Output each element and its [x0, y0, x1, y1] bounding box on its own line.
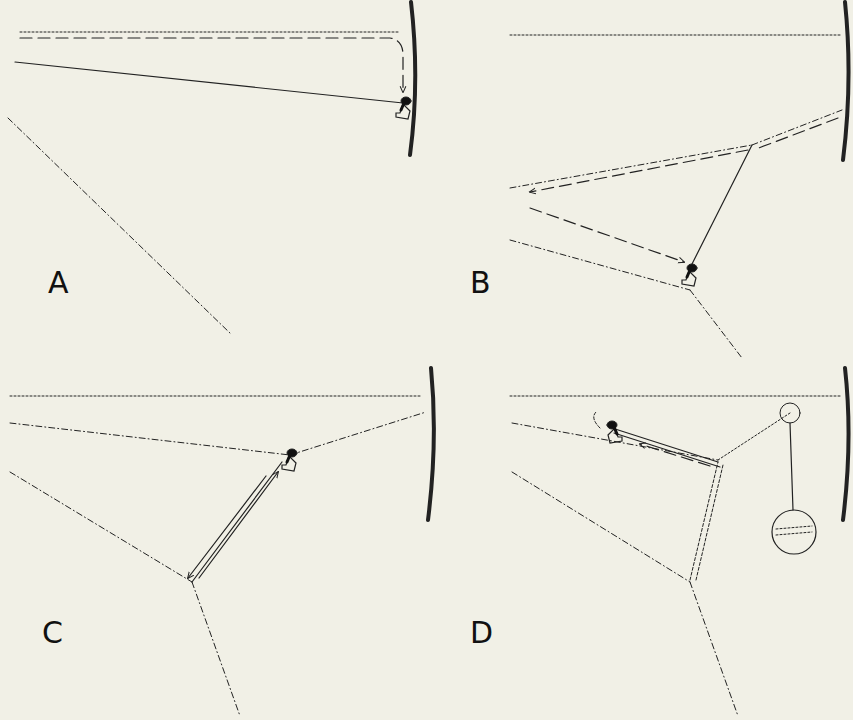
radial-thread [510, 240, 690, 290]
radial-thread [690, 582, 738, 716]
support-edge [410, 2, 415, 155]
radial-thread [10, 423, 290, 455]
path-arrow [20, 38, 403, 92]
new-thread [612, 428, 718, 462]
new-thread [614, 433, 720, 467]
path-arrow [199, 472, 278, 578]
panel-letter: A [48, 268, 69, 298]
path-arrow [530, 150, 748, 192]
dotted-thread [510, 35, 840, 36]
path-arrow [756, 118, 838, 149]
spider-figure [282, 449, 297, 471]
radial-thread [510, 145, 752, 188]
spider-figure [396, 97, 411, 119]
path-arrow [188, 476, 266, 578]
radial-thread [512, 472, 690, 582]
dotted-thread [510, 396, 840, 397]
panel-letter: C [42, 618, 63, 648]
dotted-thread [776, 526, 812, 529]
dotted-thread [776, 532, 812, 535]
path-arrow [530, 208, 684, 262]
radial-thread [192, 582, 240, 716]
dotted-thread [20, 32, 400, 33]
panel-letter: B [470, 268, 491, 298]
radial-thread [10, 472, 192, 582]
dotted-thread [594, 412, 600, 428]
hanging-thread [790, 423, 793, 510]
panel-letter: D [470, 618, 493, 648]
new-thread [690, 145, 752, 268]
support-edge [428, 368, 434, 520]
new-thread [192, 462, 282, 582]
support-edge [843, 2, 849, 160]
spider-figure [682, 264, 697, 286]
radial-thread [752, 110, 842, 145]
large-circle [772, 510, 816, 554]
radial-thread [8, 118, 232, 335]
double-thread [696, 465, 723, 580]
spider-figure [607, 421, 622, 443]
dotted-thread [718, 413, 790, 460]
small-circle [780, 403, 800, 423]
bridge-thread [15, 62, 403, 103]
double-thread [690, 462, 718, 580]
path-arrow [640, 444, 710, 466]
radial-thread [690, 290, 742, 358]
dotted-thread [10, 396, 420, 397]
radial-thread [290, 412, 426, 455]
support-edge [843, 368, 849, 520]
